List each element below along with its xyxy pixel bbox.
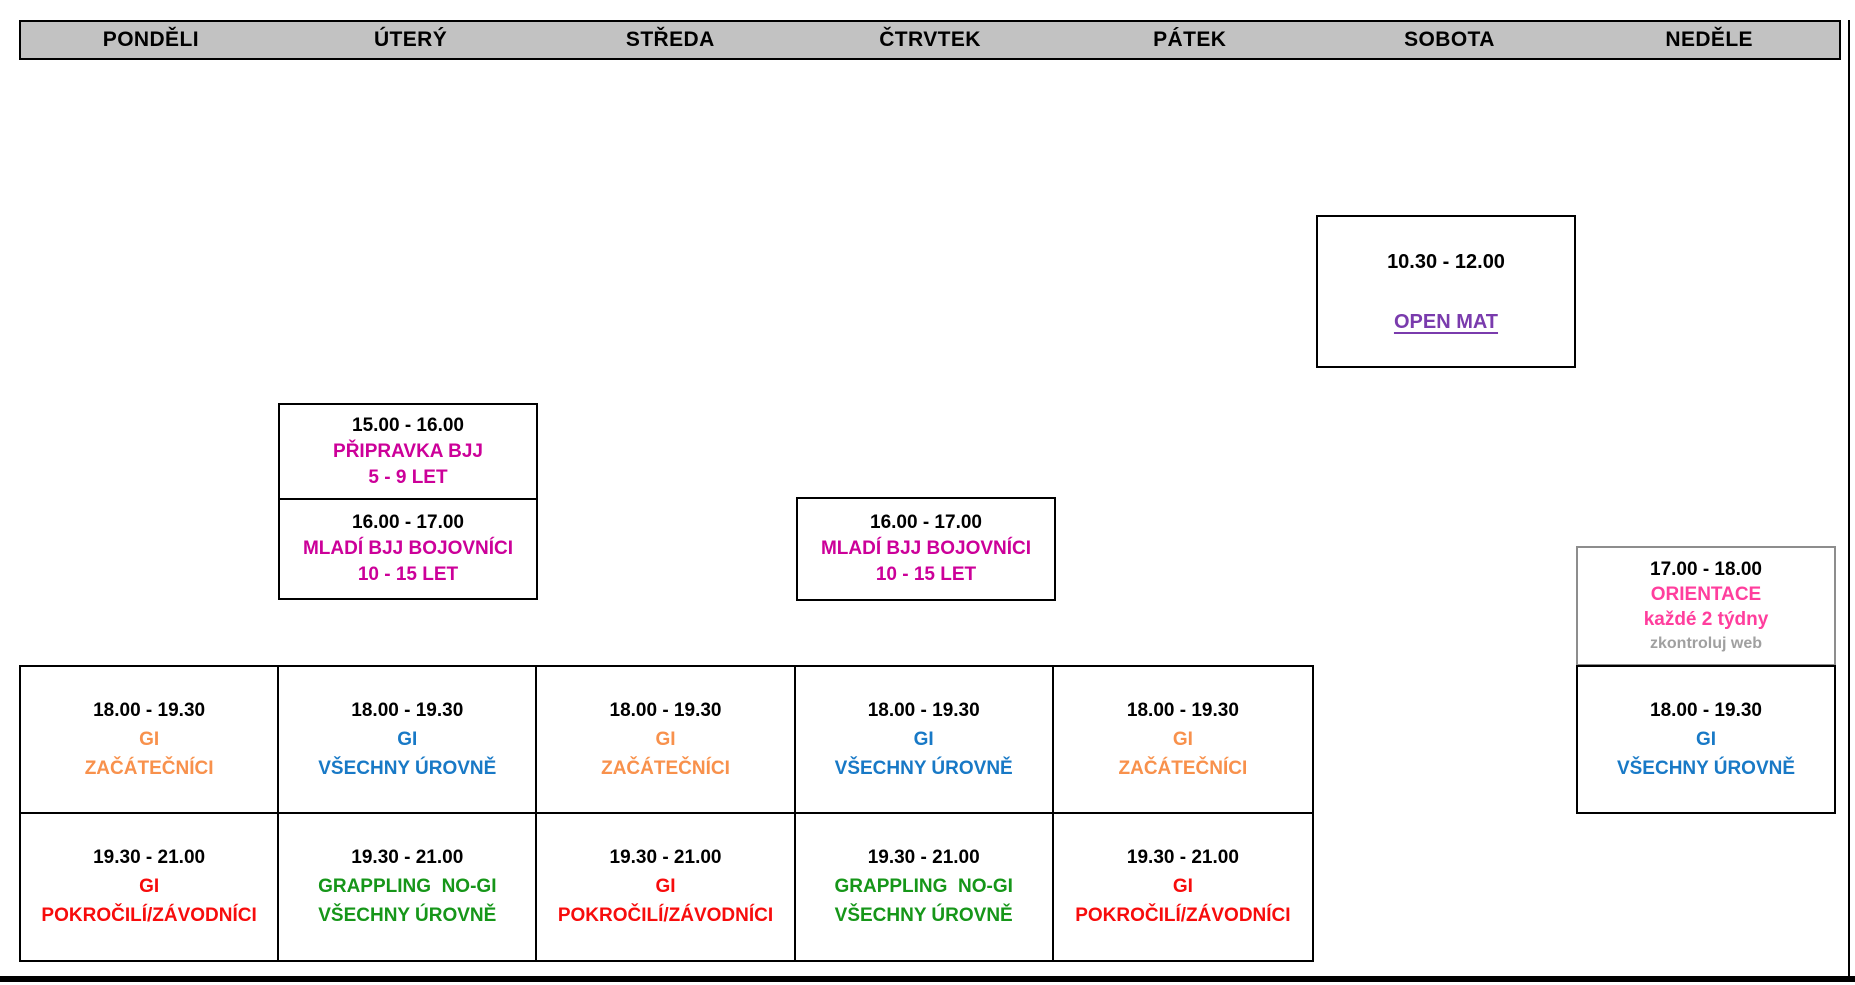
event-title: MLADÍ BJJ BOJOVNÍCI [820, 538, 1032, 559]
event-time: 17.00 - 18.00 [1650, 558, 1762, 580]
event-frequency: každé 2 týdny [1643, 608, 1769, 630]
event-title: GI [1172, 728, 1193, 750]
event-title: GI [139, 876, 160, 898]
event-time: 19.30 - 21.00 [1126, 847, 1239, 869]
event-time: 19.30 - 21.00 [93, 847, 206, 869]
day-header-ctvrtek: ČTRVTEK [879, 28, 981, 51]
event-level: ZAČÁTEČNÍCI [84, 757, 214, 779]
event-time: 18.00 - 19.30 [1650, 700, 1762, 721]
event-title: GI [1695, 729, 1717, 750]
event-level: ZAČÁTEČNÍCI [601, 757, 730, 779]
event-mladi-bjj-thursday: 16.00 - 17.00 MLADÍ BJJ BOJOVNÍCI 10 - 1… [796, 497, 1056, 601]
event-level: VŠECHNY ÚROVNĚ [1616, 758, 1796, 779]
event-gi-sunday: 18.00 - 19.30 GI VŠECHNY ÚROVNĚ [1576, 665, 1836, 814]
event-time: 18.00 - 19.30 [351, 699, 464, 721]
day-header-streda: STŘEDA [625, 28, 715, 51]
event-time: 18.00 - 19.30 [93, 699, 206, 721]
event-level: VŠECHNY ÚROVNĚ [834, 905, 1013, 927]
event-gi-tuesday-early: 18.00 - 19.30 GI VŠECHNY ÚROVNĚ [279, 667, 538, 814]
event-level: POKROČILÍ/ZÁVODNÍCI [41, 905, 257, 927]
event-title: MLADÍ BJJ BOJOVNÍCI [302, 538, 514, 559]
event-gi-monday-early: 18.00 - 19.30 GI ZAČÁTEČNÍCI [21, 667, 280, 814]
event-time: 19.30 - 21.00 [351, 847, 464, 869]
event-gi-wednesday-late: 19.30 - 21.00 GI POKROČILÍ/ZÁVODNÍCI [537, 813, 796, 960]
event-nogi-tuesday-late: 19.30 - 21.00 GRAPPLING NO-GI VŠECHNY ÚR… [279, 813, 538, 960]
event-title: GI [655, 876, 676, 898]
event-level: VŠECHNY ÚROVNĚ [834, 757, 1013, 779]
weekday-evening-grid: 18.00 - 19.30 GI ZAČÁTEČNÍCI 18.00 - 19.… [19, 665, 1314, 962]
event-title: ORIENTACE [1650, 583, 1762, 605]
event-time: 16.00 - 17.00 [352, 512, 464, 533]
weekday-header: PONDĚLI ÚTERÝ STŘEDA ČTRVTEK PÁTEK SOBOT… [19, 20, 1841, 60]
event-gi-thursday-early: 18.00 - 19.30 GI VŠECHNY ÚROVNĚ [795, 667, 1054, 814]
event-time: 18.00 - 19.30 [1126, 699, 1239, 721]
day-header-utery: ÚTERÝ [373, 28, 448, 51]
event-time: 18.00 - 19.30 [867, 699, 980, 721]
event-level: VŠECHNY ÚROVNĚ [318, 757, 497, 779]
event-title: GRAPPLING NO-GI [834, 876, 1013, 898]
event-mladi-bjj-tuesday: 16.00 - 17.00 MLADÍ BJJ BOJOVNÍCI 10 - 1… [278, 498, 538, 600]
event-age-range: 5 - 9 LET [368, 466, 448, 488]
event-title: GI [655, 728, 676, 750]
event-time: 18.00 - 19.30 [609, 699, 722, 721]
event-level: ZAČÁTEČNÍCI [1118, 757, 1248, 779]
event-gi-monday-late: 19.30 - 21.00 GI POKROČILÍ/ZÁVODNÍCI [21, 813, 280, 960]
event-time: 19.30 - 21.00 [867, 847, 980, 869]
event-nogi-thursday-late: 19.30 - 21.00 GRAPPLING NO-GI VŠECHNY ÚR… [796, 813, 1054, 960]
event-gi-friday-early: 18.00 - 19.30 GI ZAČÁTEČNÍCI [1053, 667, 1312, 814]
event-gi-wednesday-early: 18.00 - 19.30 GI ZAČÁTEČNÍCI [537, 667, 796, 814]
event-title: GI [913, 728, 934, 750]
event-time: 10.30 - 12.00 [1387, 250, 1505, 273]
event-title: PŘIPRAVKA BJJ [333, 440, 483, 462]
day-header-nedele: NEDĚLE [1665, 28, 1753, 51]
page-right-border [1848, 20, 1850, 982]
event-open-mat-saturday: 10.30 - 12.00 OPEN MAT [1316, 215, 1576, 368]
open-mat-link[interactable]: OPEN MAT [1393, 310, 1499, 333]
event-title: GI [397, 728, 418, 750]
event-age-range: 10 - 15 LET [357, 564, 459, 585]
event-time: 15.00 - 16.00 [352, 414, 464, 436]
event-time: 16.00 - 17.00 [870, 512, 982, 533]
day-header-patek: PÁTEK [1153, 28, 1227, 51]
event-title: GI [1172, 876, 1193, 898]
event-orientace-sunday: 17.00 - 18.00 ORIENTACE každé 2 týdny zk… [1576, 546, 1836, 666]
event-level: POKROČILÍ/ZÁVODNÍCI [557, 905, 774, 927]
day-header-pondeli: PONDĚLI [102, 28, 199, 51]
event-title: GI [139, 728, 160, 750]
day-header-sobota: SOBOTA [1404, 28, 1495, 51]
event-time: 19.30 - 21.00 [609, 847, 722, 869]
page-bottom-rule [0, 976, 1855, 982]
event-gi-friday-late: 19.30 - 21.00 GI POKROČILÍ/ZÁVODNÍCI [1054, 814, 1312, 961]
event-title: GRAPPLING NO-GI [318, 876, 497, 898]
event-note: zkontroluj web [1650, 634, 1762, 652]
event-level: POKROČILÍ/ZÁVODNÍCI [1075, 905, 1291, 927]
event-pripravka-bjj-tuesday: 15.00 - 16.00 PŘIPRAVKA BJJ 5 - 9 LET [278, 403, 538, 500]
event-level: VŠECHNY ÚROVNĚ [318, 905, 497, 927]
event-age-range: 10 - 15 LET [875, 564, 977, 585]
